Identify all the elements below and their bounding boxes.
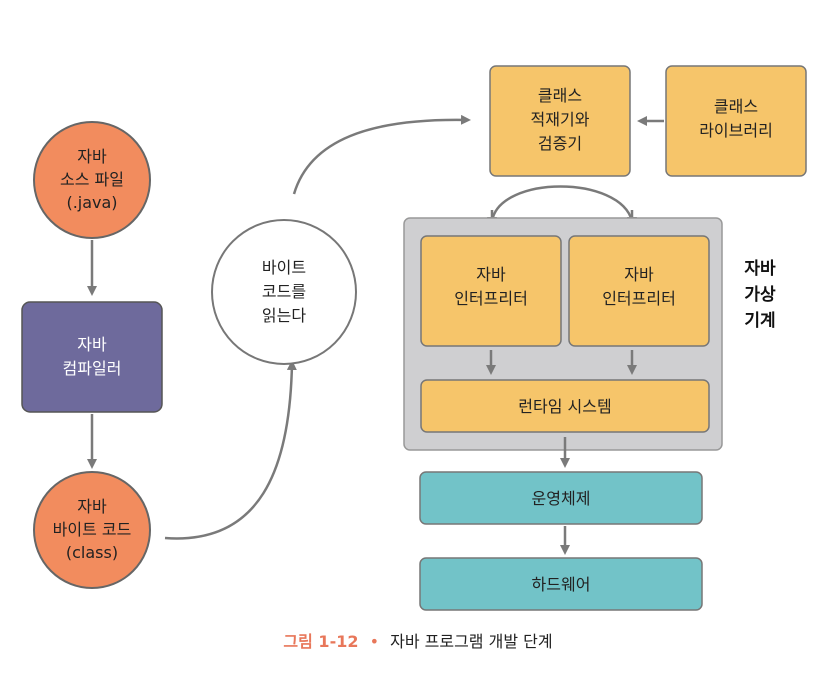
bytecode-line-2: 바이트 코드 [53,520,132,539]
jvm-label-line-1: 자바 [744,259,776,279]
java-source-line-1: 자바 [77,147,107,166]
read-bytecode-line-1: 바이트 [262,258,306,277]
os-node: 운영체제 [419,471,703,525]
java-source-node: 자바 소스 파일 (.java) [33,121,151,239]
caption-title: 자바 프로그램 개발 단계 [390,632,553,651]
arrow-bytecode-to-reader [164,360,297,540]
hardware-node: 하드웨어 [419,557,703,611]
bytecode-node: 자바 바이트 코드 (class) [33,471,151,589]
runtime-system-label: 런타임 시스템 [518,397,611,416]
bytecode-line-3: (class) [66,543,118,562]
jvm-label-line-2: 가상 [744,285,776,305]
interpreter-1-line-1: 자바 [476,265,506,284]
compiler-line-1: 자바 [77,335,107,354]
compiler-line-2: 컴파일러 [63,359,122,378]
arrow-loader-branch [490,185,634,222]
java-source-line-2: 소스 파일 [60,170,124,189]
class-loader-line-1: 클래스 [538,86,582,105]
read-bytecode-line-3: 읽는다 [262,306,306,325]
read-bytecode-line-2: 코드를 [262,282,306,301]
runtime-system-node: 런타임 시스템 [420,379,710,433]
interpreter-1-node: 자바 인터프리터 [420,235,562,347]
figure-caption: 그림 1-12 • 자바 프로그램 개발 단계 [0,628,836,652]
arrow-reader-to-loader [292,114,471,195]
class-library-line-1: 클래스 [714,97,758,116]
java-source-line-3: (.java) [66,193,117,212]
class-loader-node: 클래스 적재기와 검증기 [489,65,631,177]
interpreter-2-line-2: 인터프리터 [602,289,676,308]
class-loader-line-3: 검증기 [538,134,582,153]
class-library-node: 클래스 라이브러리 [665,65,807,177]
interpreter-2-node: 자바 인터프리터 [568,235,710,347]
read-bytecode-node: 바이트 코드를 읽는다 [211,219,357,365]
os-label: 운영체제 [532,489,591,508]
hardware-label: 하드웨어 [532,575,591,594]
caption-number: 그림 1-12 [283,632,359,651]
caption-bullet: • [369,632,380,651]
compiler-node: 자바 컴파일러 [21,301,163,413]
class-loader-line-2: 적재기와 [531,110,590,129]
jvm-label-line-3: 기계 [744,311,775,331]
interpreter-2-line-1: 자바 [624,265,654,284]
bytecode-line-1: 자바 [77,497,107,516]
class-library-line-2: 라이브러리 [699,121,773,140]
interpreter-1-line-2: 인터프리터 [454,289,528,308]
